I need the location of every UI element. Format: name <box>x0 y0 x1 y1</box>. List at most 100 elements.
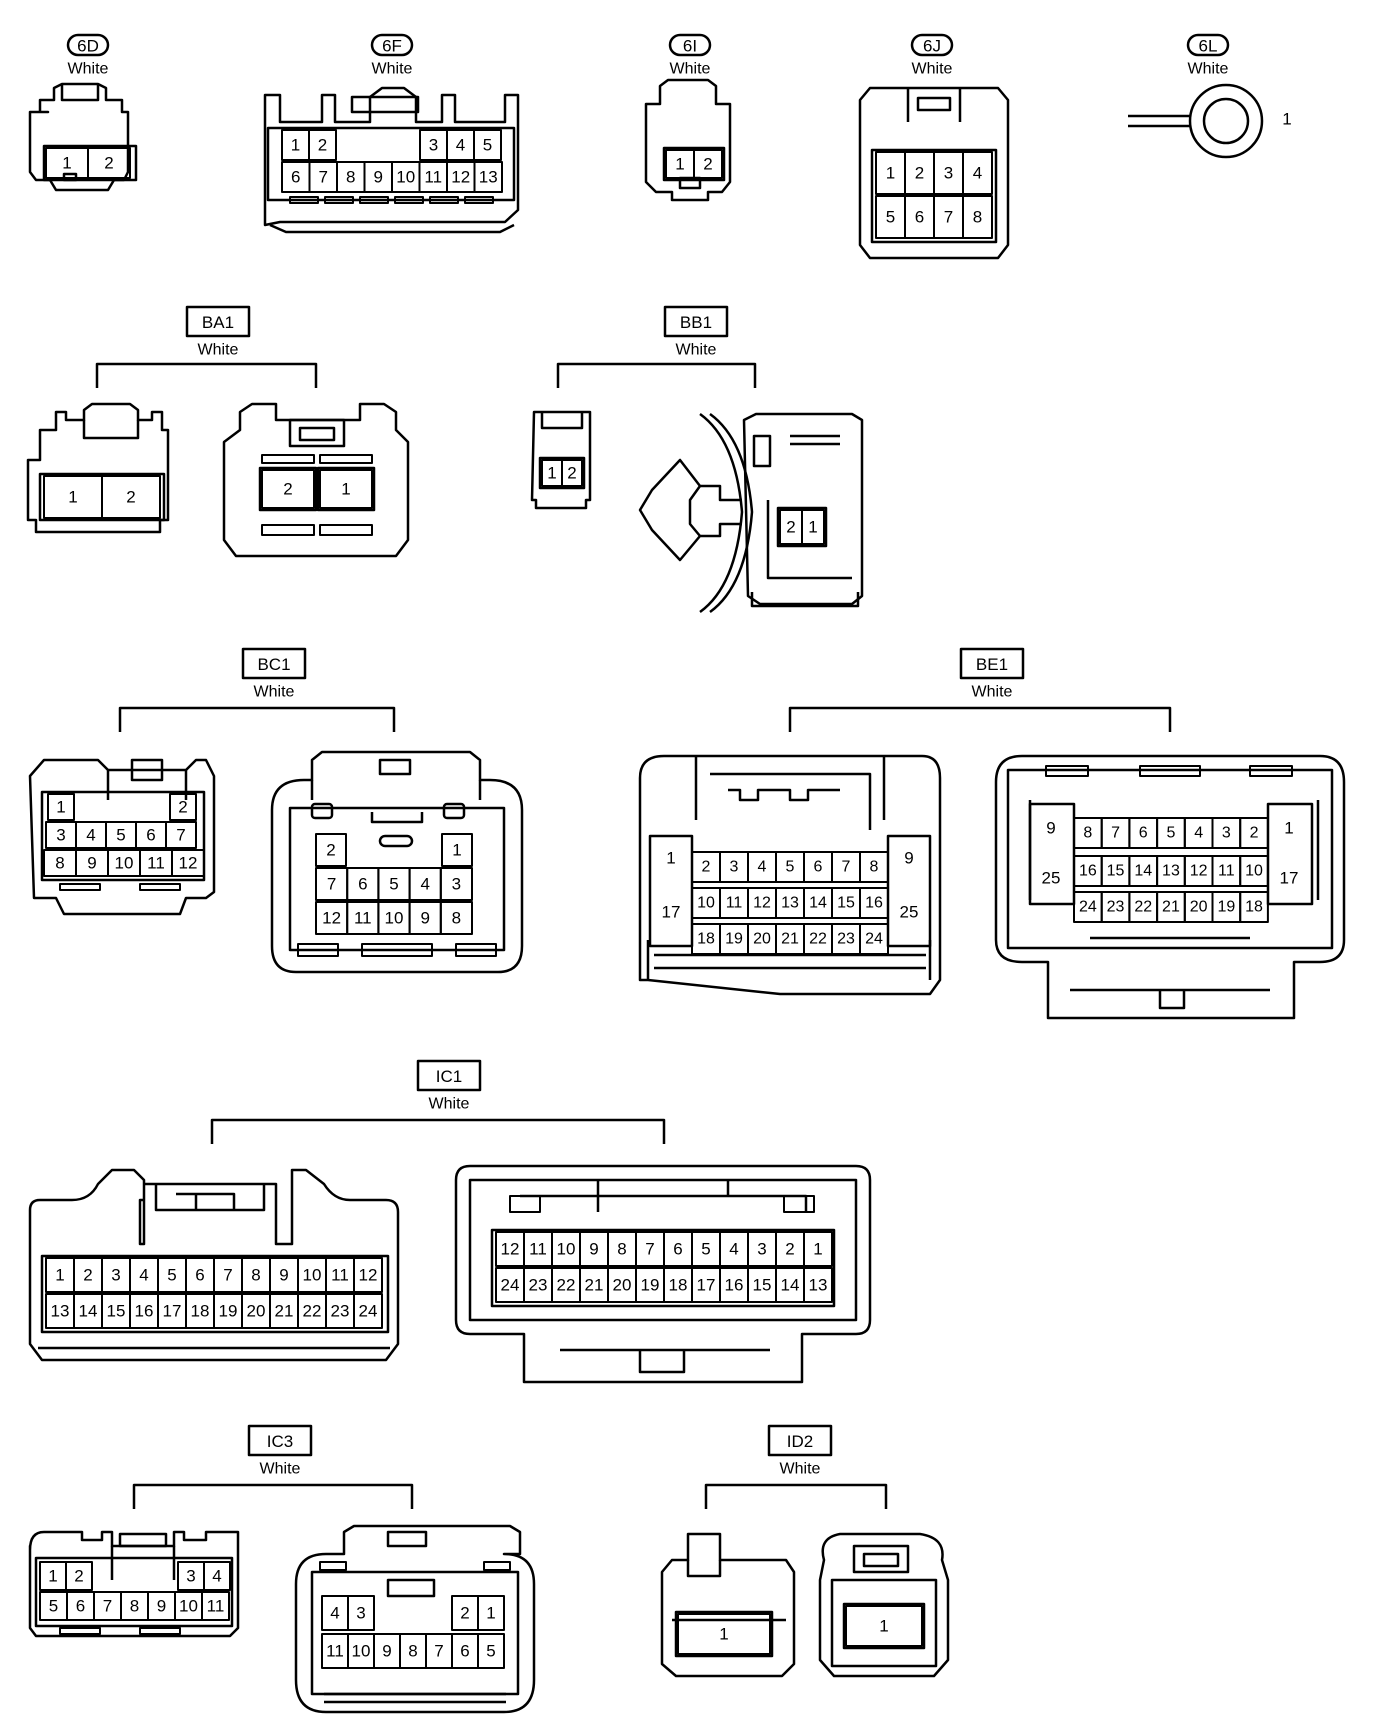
pin-frame <box>870 148 998 244</box>
pin-label: 9 <box>420 909 429 928</box>
latch <box>319 524 373 536</box>
latch <box>464 196 494 204</box>
pin-frame <box>662 146 726 182</box>
connector-color: White <box>972 684 1013 701</box>
pin-label: 12 <box>753 895 771 912</box>
housing-outline <box>454 1164 872 1384</box>
pin-label: 21 <box>275 1302 294 1321</box>
pin-label: 5 <box>786 859 795 876</box>
pin-label: 9 <box>374 168 383 187</box>
pin-label: 1 <box>675 155 684 174</box>
housing-outline <box>263 86 520 227</box>
pin-cell <box>803 1231 833 1267</box>
pin-cell <box>353 1257 383 1293</box>
connector-id-box <box>416 1059 482 1092</box>
pin-label: 4 <box>330 1604 339 1623</box>
pin-label: 5 <box>486 1642 495 1661</box>
connector-color: White <box>670 61 711 78</box>
housing-outline <box>60 84 100 102</box>
pin-cell <box>845 1605 923 1647</box>
pin-label: 5 <box>1166 825 1175 842</box>
housing-outline <box>654 953 926 970</box>
pin-label: 22 <box>303 1302 322 1321</box>
pin-label: 5 <box>389 875 398 894</box>
pin-frame <box>38 472 166 522</box>
pin-label: 16 <box>725 1276 744 1295</box>
housing-outline <box>386 1578 436 1598</box>
pin-label: 2 <box>318 136 327 155</box>
pin-label: 13 <box>1162 863 1180 880</box>
pin-label: 3 <box>452 875 461 894</box>
pin-cell <box>169 793 197 821</box>
housing-outline <box>288 418 346 448</box>
pin-label: 10 <box>1245 863 1263 880</box>
pin-cell <box>201 1591 230 1621</box>
pin-label: 1 <box>813 1240 822 1259</box>
pin-cell <box>101 475 161 519</box>
pin-cell <box>677 1613 771 1655</box>
pin-label: 22 <box>809 931 827 948</box>
pin-label: 4 <box>758 859 767 876</box>
connector-id: IC3 <box>267 1432 293 1451</box>
pin-label: 18 <box>669 1276 688 1295</box>
pin-label: 23 <box>1107 899 1125 916</box>
ring-terminal <box>1188 83 1264 159</box>
pin-label: 20 <box>247 1302 266 1321</box>
pin-label: 8 <box>870 859 879 876</box>
pin-label: 11 <box>726 895 743 912</box>
housing-outline <box>699 412 744 614</box>
pin-label: 1 <box>55 1266 64 1285</box>
pin-cell <box>203 1561 231 1591</box>
pin-label: 13 <box>809 1276 828 1295</box>
pin-label: 3 <box>186 1567 195 1586</box>
latch <box>509 1195 541 1213</box>
pin-label: 14 <box>79 1302 98 1321</box>
pin-label: 12 <box>322 909 341 928</box>
pin-label: 6 <box>460 1642 469 1661</box>
pin-label: 4 <box>1194 825 1203 842</box>
pin-label: 7 <box>842 859 851 876</box>
pin-label: 5 <box>886 208 895 227</box>
connector-id: 6F <box>382 37 402 56</box>
housing-outline <box>766 500 852 580</box>
pin-label: 20 <box>753 931 771 948</box>
pin-label: 21 <box>585 1276 604 1295</box>
housing-outline <box>386 1530 428 1548</box>
pin-cell <box>859 851 889 883</box>
connector-color: White <box>1188 61 1229 78</box>
pin-label: 11 <box>354 909 372 928</box>
housing-outline <box>154 1184 266 1212</box>
pin-label: 6 <box>358 875 367 894</box>
pin-label: 6 <box>814 859 823 876</box>
pin-label: 7 <box>645 1240 654 1259</box>
housing-outline <box>28 1530 240 1638</box>
latch <box>783 1195 815 1213</box>
housing-outline <box>269 223 515 234</box>
latch <box>319 454 373 464</box>
pin-cell <box>441 833 473 867</box>
connector-id: ID2 <box>787 1432 813 1451</box>
pin-label: 7 <box>103 1597 112 1616</box>
pin-label: 16 <box>135 1302 154 1321</box>
pin-label: 8 <box>408 1642 417 1661</box>
pin-label: 6 <box>673 1240 682 1259</box>
pin-cell <box>47 793 75 821</box>
housing-outline <box>830 1578 938 1668</box>
pin-label: 12 <box>1190 863 1208 880</box>
pin-label: 2 <box>1250 825 1259 842</box>
connector-color: White <box>260 1461 301 1478</box>
pin-label: 19 <box>1217 899 1235 916</box>
pin-label: 1 <box>341 480 350 499</box>
pin-frame <box>490 1228 836 1308</box>
pin-cell <box>165 821 197 849</box>
pin-label: 1 <box>1282 110 1291 129</box>
connector-id: IC1 <box>436 1067 462 1086</box>
housing-outline <box>709 412 754 614</box>
housing-outline <box>694 756 886 830</box>
latch <box>59 883 101 891</box>
pin-label: 1 <box>808 518 817 537</box>
housing-outline <box>370 812 424 824</box>
